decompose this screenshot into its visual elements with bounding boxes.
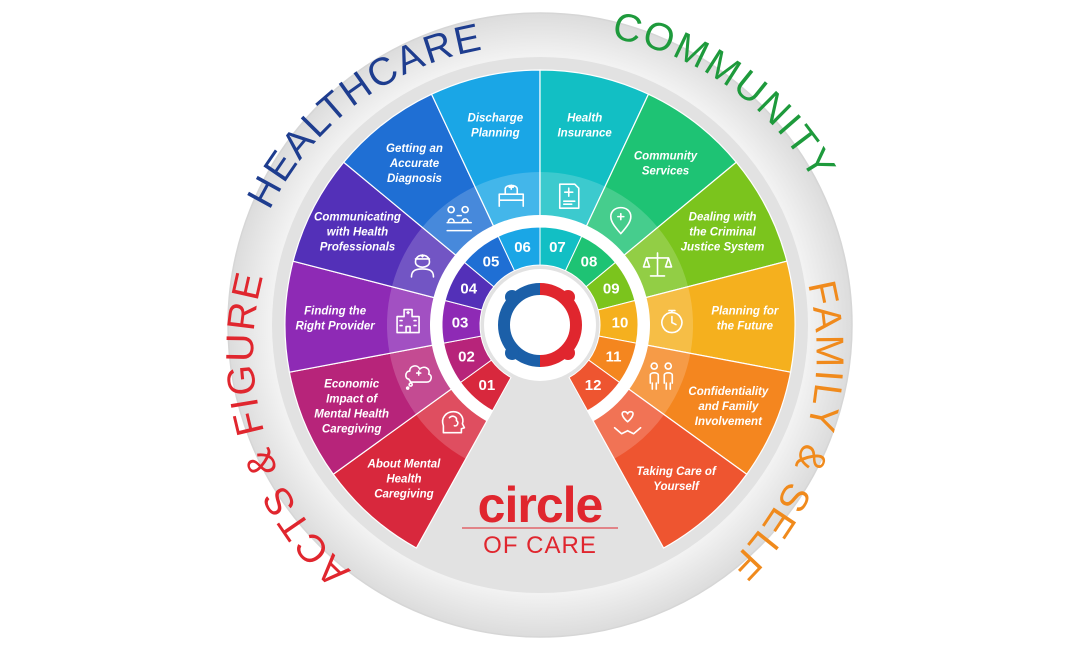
segment-inner-band: [585, 186, 658, 257]
segment-label-line: Getting an: [386, 143, 443, 155]
segment-label: Planning for the Future: [711, 306, 779, 333]
segment-label-line: Impact of: [326, 393, 378, 405]
location-pin-plus-icon: [610, 206, 632, 235]
segment-number: 05: [483, 254, 500, 271]
segment-label-line: Health: [567, 112, 602, 124]
segment-label-line: Economic: [324, 378, 380, 390]
center-logo-dot-2: [561, 290, 575, 304]
segment-label-line: Taking Care of: [636, 466, 717, 478]
segment-number: 12: [585, 377, 602, 394]
center-logo: [484, 269, 596, 381]
segment-label-line: Confidentiality: [688, 386, 768, 398]
segment-number: 03: [452, 314, 469, 331]
segment-label-line: Discharge: [468, 112, 524, 124]
stopwatch-icon: [661, 309, 683, 334]
segment-label-line: Insurance: [557, 127, 612, 139]
segment-label-line: Mental Health: [314, 408, 389, 420]
segment-label-line: with Health: [327, 227, 388, 239]
segment-label-line: Yourself: [653, 481, 700, 493]
center-logo-dot-4: [561, 346, 575, 360]
segment-label-line: Diagnosis: [387, 173, 442, 185]
doctor-consultation-icon: [446, 205, 472, 232]
scales-of-justice-icon: [642, 252, 673, 277]
center-logo-red-arc: [539, 283, 583, 367]
segment-label-line: the Future: [717, 321, 774, 333]
segment-number: 09: [603, 281, 620, 298]
segment-label-line: Right Provider: [295, 321, 375, 333]
segment-inner-band: [422, 186, 495, 257]
segment-inner-band: [540, 172, 606, 228]
segment-label-line: Planning for: [711, 306, 779, 318]
segment-number: 07: [549, 239, 566, 256]
insurance-document-icon: [558, 183, 580, 209]
segment-label-line: Community: [634, 150, 698, 162]
segment-label-line: Involvement: [695, 416, 763, 428]
segment-label: Taking Care of Yourself: [636, 466, 717, 493]
segment-label-line: About Mental: [367, 458, 442, 470]
segment-label-line: Accurate: [389, 158, 440, 170]
family-icon: [649, 362, 674, 390]
segment-12[interactable]: Taking Care of Yourself: [586, 381, 748, 549]
logo-tagline: OF CARE: [483, 532, 597, 559]
segment-label-line: Caregiving: [322, 423, 381, 435]
segment-number: 11: [606, 349, 622, 366]
nurse-icon: [410, 254, 435, 278]
logo-circle-word: circle: [478, 477, 603, 533]
thought-cloud-medical-icon: [405, 365, 432, 390]
segment-inner-band: [415, 388, 488, 459]
number-ring-cell: [568, 359, 621, 412]
hospital-bed-discharge-icon: [498, 184, 525, 207]
segment-number: 02: [458, 349, 475, 366]
segment-label-line: Services: [642, 165, 689, 177]
segment-label-line: the Criminal: [689, 227, 756, 239]
brain-head-icon: [441, 410, 466, 434]
segment-inner-band: [592, 388, 665, 459]
segment-label-line: and Family: [698, 401, 759, 413]
segment-inner-band: [644, 286, 693, 354]
segment-number: 08: [581, 254, 598, 271]
segment-label-line: Justice System: [681, 242, 765, 254]
segment-inner-band: [387, 286, 436, 354]
center-logo-blue-arc: [497, 283, 541, 367]
segment-number: 06: [514, 239, 531, 256]
hospital-building-icon: [396, 308, 420, 334]
segment-label-line: Caregiving: [374, 488, 433, 500]
center-logo-dot-1: [505, 290, 519, 304]
hands-heart-icon: [613, 410, 642, 435]
segment-label-line: Health: [386, 473, 421, 485]
segment-number: 04: [460, 281, 477, 298]
center-logo-dot-3: [505, 346, 519, 360]
segment-label-line: Dealing with: [689, 212, 757, 224]
segment-number: 10: [612, 314, 629, 331]
segment-label-line: Professionals: [320, 242, 395, 254]
segment-number: 01: [479, 377, 496, 394]
segment-label-line: Finding the: [304, 306, 367, 318]
segment-label-line: Planning: [471, 127, 520, 139]
segment-label-line: Communicating: [314, 212, 401, 224]
